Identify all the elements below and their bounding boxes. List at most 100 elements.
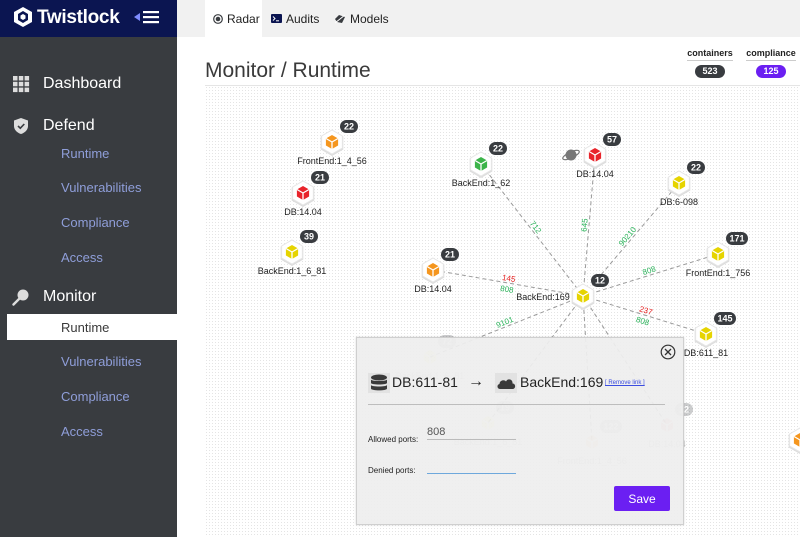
allowed-ports-input[interactable]	[427, 424, 516, 440]
sidebar-item-defend-runtime[interactable]: Runtime	[0, 140, 177, 166]
title-divider	[205, 85, 800, 86]
models-icon	[334, 14, 346, 23]
brand-name: Twistlock	[37, 7, 120, 28]
stat-value-badge: 523	[695, 65, 725, 78]
node-label: BackEnd:1_62	[452, 178, 511, 188]
sidebar-item-label: Access	[61, 423, 103, 439]
container-cube-icon	[699, 327, 713, 341]
tab-radar[interactable]: Radar	[205, 0, 262, 37]
sidebar-section-defend[interactable]: Defend	[0, 111, 177, 141]
container-count: 57	[607, 135, 617, 145]
brand-header: Twistlock	[0, 0, 177, 37]
container-count-badge	[300, 230, 318, 243]
database-icon	[368, 373, 390, 393]
sidebar-section-dashboard[interactable]: Dashboard	[0, 69, 177, 99]
container-count: 171	[729, 234, 744, 244]
dialog-divider	[368, 404, 665, 405]
sidebar-item-monitor-runtime[interactable]: Runtime	[7, 314, 177, 340]
tab-audits[interactable]: Audits	[271, 0, 319, 37]
radar-canvas[interactable]	[205, 86, 800, 537]
denied-ports-input[interactable]	[427, 458, 516, 474]
tab-label: Models	[350, 11, 389, 26]
node-label: FrontEnd:1_756	[686, 268, 751, 278]
container-cube-icon	[426, 263, 440, 277]
stat-value-badge: 125	[756, 65, 786, 78]
sidebar-item-label: Access	[61, 249, 103, 265]
remove-link-button[interactable]: [ Remove link ]	[605, 380, 645, 386]
tab-label: Radar	[227, 11, 260, 26]
sidebar-item-label: Compliance	[61, 388, 130, 404]
sidebar-section-label: Dashboard	[43, 75, 122, 92]
sidebar-item-monitor-vulnerabilities[interactable]: Vulnerabilities	[0, 348, 177, 374]
container-count-badge	[489, 142, 507, 155]
shield-icon	[14, 118, 28, 134]
cloud-icon	[495, 373, 517, 393]
sidebar-item-label: Vulnerabilities	[61, 353, 142, 369]
arrow-right-icon: →	[468, 373, 484, 390]
stat-compliance: compliance 125	[743, 43, 799, 78]
container-count-badge	[441, 248, 459, 261]
container-count: 21	[445, 250, 455, 260]
save-button[interactable]: Save	[614, 486, 670, 511]
node-label: BackEnd:169	[516, 292, 570, 302]
sidebar-item-defend-vulnerabilities[interactable]: Vulnerabilities	[0, 174, 177, 200]
denied-port-label: 237	[638, 304, 654, 317]
container-cube-icon	[793, 433, 800, 447]
container-count: 145	[717, 314, 732, 324]
node-label: DB:611_81	[684, 348, 728, 358]
container-count-badge	[687, 161, 705, 174]
allowed-port-label: 808	[641, 264, 657, 277]
denied-ports-label: Denied ports:	[368, 466, 416, 475]
sidebar-item-monitor-compliance[interactable]: Compliance	[0, 383, 177, 409]
sidebar-item-monitor-access[interactable]: Access	[0, 418, 177, 444]
stat-containers: containers 523	[686, 43, 734, 78]
magnifier-icon	[12, 289, 29, 306]
stat-label: compliance	[746, 48, 796, 61]
link-source-name: DB:611-81	[392, 374, 458, 390]
container-count: 12	[595, 276, 605, 286]
allowed-port-label: 808	[635, 315, 651, 328]
close-icon[interactable]	[660, 344, 676, 360]
node-label: DB:14.04	[284, 207, 322, 217]
sidebar-item-label: Runtime	[61, 319, 110, 335]
sidebar-section-monitor[interactable]: Monitor	[0, 282, 177, 312]
container-count-badge	[591, 274, 609, 287]
node-label: DB:14.04	[576, 169, 614, 179]
container-cube-icon	[576, 289, 590, 303]
node-label: DB:6-098	[660, 197, 698, 207]
page-title: Monitor / Runtime	[205, 59, 371, 82]
tab-models[interactable]: Models	[334, 0, 389, 37]
container-count-badge	[603, 133, 621, 146]
sidebar: Twistlock Dashboard	[0, 0, 177, 537]
allowed-ports-label: Allowed ports:	[368, 435, 419, 444]
container-cube-icon	[296, 186, 310, 200]
radar-node[interactable]	[788, 427, 800, 454]
tab-label: Audits	[286, 11, 320, 26]
sidebar-item-defend-access[interactable]: Access	[0, 244, 177, 270]
sidebar-item-defend-compliance[interactable]: Compliance	[0, 209, 177, 235]
radar-link[interactable]: 808	[582, 253, 719, 297]
terminal-icon	[271, 14, 282, 23]
sidebar-section-label: Monitor	[43, 288, 97, 305]
radar-link[interactable]: 645	[579, 154, 596, 297]
container-count-badge	[726, 232, 748, 245]
link-rule-dialog: DB:611-81 → BackEnd:169 [ Remove link ] …	[356, 337, 684, 525]
collapse-menu-icon[interactable]	[134, 9, 162, 25]
container-cube-icon	[325, 135, 339, 149]
sidebar-section-label: Defend	[43, 117, 95, 134]
container-cube-icon	[672, 176, 686, 190]
container-count-badge	[714, 312, 736, 325]
